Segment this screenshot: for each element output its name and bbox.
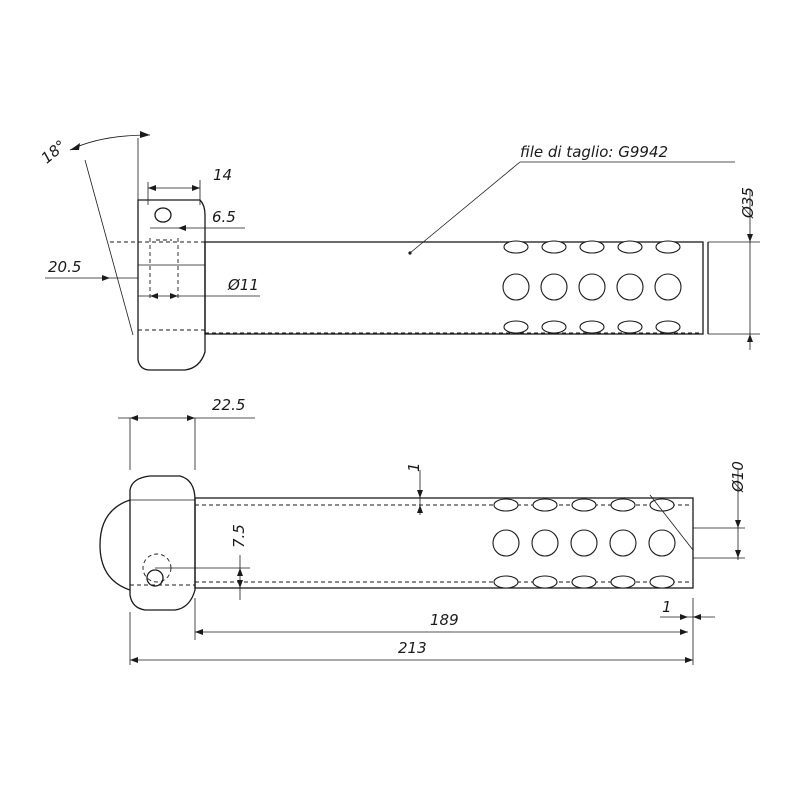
dim-14: 14	[213, 166, 232, 184]
bottom-view: 22.5 1 7.5 Ø10 189 1	[99, 396, 747, 665]
round-hole	[609, 529, 637, 557]
dim-1-right: 1	[662, 598, 672, 616]
dim75-arrow-b	[237, 580, 243, 588]
angle-arrow-right	[140, 131, 150, 138]
dim10-leader	[649, 494, 694, 551]
slot-hole-bottom	[541, 320, 567, 334]
dim10-arrow-b	[735, 550, 741, 558]
dim189-arrow-r	[680, 629, 688, 635]
dim35-arrow-b	[747, 334, 753, 342]
slot-hole-bottom	[579, 320, 605, 334]
slot-hole-bottom	[532, 575, 558, 589]
dim213-arrow-r	[685, 657, 693, 663]
dim65-arrow	[178, 225, 186, 231]
dim-1-top: 1	[405, 462, 423, 472]
slot-hole-bottom	[571, 575, 597, 589]
round-hole	[654, 273, 682, 301]
round-hole	[502, 273, 530, 301]
top-head-hole	[154, 207, 172, 223]
dim-22-5: 22.5	[212, 396, 245, 414]
slot-hole-top	[571, 498, 597, 512]
dim225-arrow-r	[187, 415, 195, 421]
dim11-arrow-r	[170, 293, 178, 299]
dim205-arrow	[102, 275, 110, 281]
top-holes	[502, 240, 682, 334]
slot-hole-bottom	[649, 575, 675, 589]
dim-dia11: Ø11	[227, 276, 259, 294]
dim-dia10: Ø10	[729, 461, 747, 493]
dim-angle: 18°	[38, 136, 70, 167]
slot-hole-bottom	[617, 320, 643, 334]
round-hole	[540, 273, 568, 301]
round-hole	[492, 529, 520, 557]
slot-hole-top	[541, 240, 567, 254]
dim225-arrow-l	[130, 415, 138, 421]
dim14-arrow-l	[148, 185, 156, 191]
slot-hole-top	[503, 240, 529, 254]
dim-213: 213	[398, 639, 427, 657]
slot-hole-bottom	[655, 320, 681, 334]
bottom-holes	[492, 498, 676, 589]
round-hole	[648, 529, 676, 557]
dim1top-arrow-b	[417, 505, 423, 513]
bottom-tube-body	[194, 497, 694, 589]
dim1right-arrow-r	[693, 614, 701, 620]
slot-hole-top	[493, 498, 519, 512]
bottom-dome	[99, 499, 131, 591]
angle-line-inclined	[84, 159, 134, 336]
dim189-arrow-l	[195, 629, 203, 635]
top-head-outline	[137, 199, 206, 371]
dim14-arrow-r	[192, 185, 200, 191]
dim-dia35: Ø35	[739, 187, 757, 219]
annotation-leader-dot	[408, 251, 412, 255]
slot-hole-top	[617, 240, 643, 254]
slot-hole-top	[532, 498, 558, 512]
annotation-file-di-taglio: file di taglio: G9942	[520, 143, 668, 161]
bottom-pin-hole	[146, 569, 164, 587]
dim1top-arrow-t	[417, 490, 423, 498]
slot-hole-bottom	[610, 575, 636, 589]
slot-hole-top	[655, 240, 681, 254]
dim213-arrow-l	[130, 657, 138, 663]
dim1right-arrow-l	[680, 614, 688, 620]
dim-189: 189	[430, 611, 459, 629]
round-hole	[578, 273, 606, 301]
dim-7-5: 7.5	[230, 524, 248, 548]
slot-hole-top	[579, 240, 605, 254]
top-view: 18° 14 6.5 20.5 Ø11 Ø35 file di taglio:	[38, 131, 760, 371]
dim-6-5: 6.5	[212, 208, 236, 226]
round-hole	[570, 529, 598, 557]
dim75-arrow-t	[237, 568, 243, 576]
slot-hole-bottom	[503, 320, 529, 334]
angle-arrow-left	[70, 143, 80, 150]
round-hole	[616, 273, 644, 301]
annotation-leader-diag	[409, 161, 521, 254]
slot-hole-top	[649, 498, 675, 512]
dim-20-5: 20.5	[48, 258, 81, 276]
dim35-arrow-t	[747, 234, 753, 242]
bottom-head-outline	[129, 475, 196, 611]
slot-hole-top	[610, 498, 636, 512]
slot-hole-bottom	[493, 575, 519, 589]
dim11-arrow-l	[150, 293, 158, 299]
dim10-arrow-t	[735, 520, 741, 528]
round-hole	[531, 529, 559, 557]
